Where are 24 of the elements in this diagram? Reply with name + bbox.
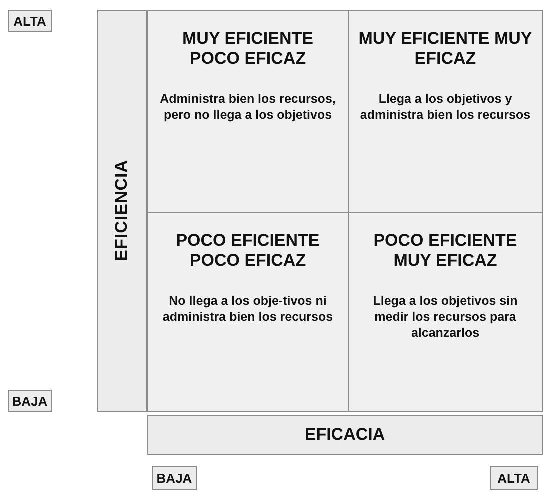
level-text: ALTA bbox=[14, 14, 46, 28]
level-text: ALTA bbox=[498, 470, 530, 486]
level-text: BAJA bbox=[156, 470, 192, 486]
axis-level-label bbox=[8, 390, 52, 412]
quadrant-description: Administra bien los recursos, pero no llega a los objetivos bbox=[159, 91, 337, 123]
axis-title: EFICIENCIA bbox=[112, 160, 132, 262]
axis-band bbox=[147, 415, 543, 455]
axis-level-label bbox=[8, 10, 52, 32]
quadrant-cell bbox=[147, 212, 349, 412]
quadrant-heading: MUY EFICIENTE POCO EFICAZ bbox=[182, 29, 314, 69]
axis-level-label bbox=[490, 466, 538, 490]
quadrant-description: Llega a los objetivos y administra bien los recursos bbox=[359, 91, 532, 123]
quadrant-heading: POCO EFICIENTE POCO EFICAZ bbox=[175, 231, 321, 271]
quadrant-cell bbox=[348, 10, 543, 213]
quadrant-heading: MUY EFICIENTE MUY EFICAZ bbox=[358, 29, 534, 69]
axis-title: EFICACIA bbox=[304, 425, 386, 445]
quadrant-cell bbox=[147, 10, 349, 213]
quadrant-heading: POCO EFICIENTE MUY EFICAZ bbox=[372, 231, 518, 271]
quadrant-cell bbox=[348, 212, 543, 412]
quadrant-description: Llega a los objetivos sin medir los recursos para alcanzarlos bbox=[372, 293, 519, 341]
quadrant-description: No llega a los obje-tivos ni administra bien los recursos bbox=[162, 293, 334, 325]
axis-level-label bbox=[152, 466, 197, 490]
axis-band bbox=[97, 10, 147, 412]
level-text: BAJA bbox=[12, 394, 48, 408]
